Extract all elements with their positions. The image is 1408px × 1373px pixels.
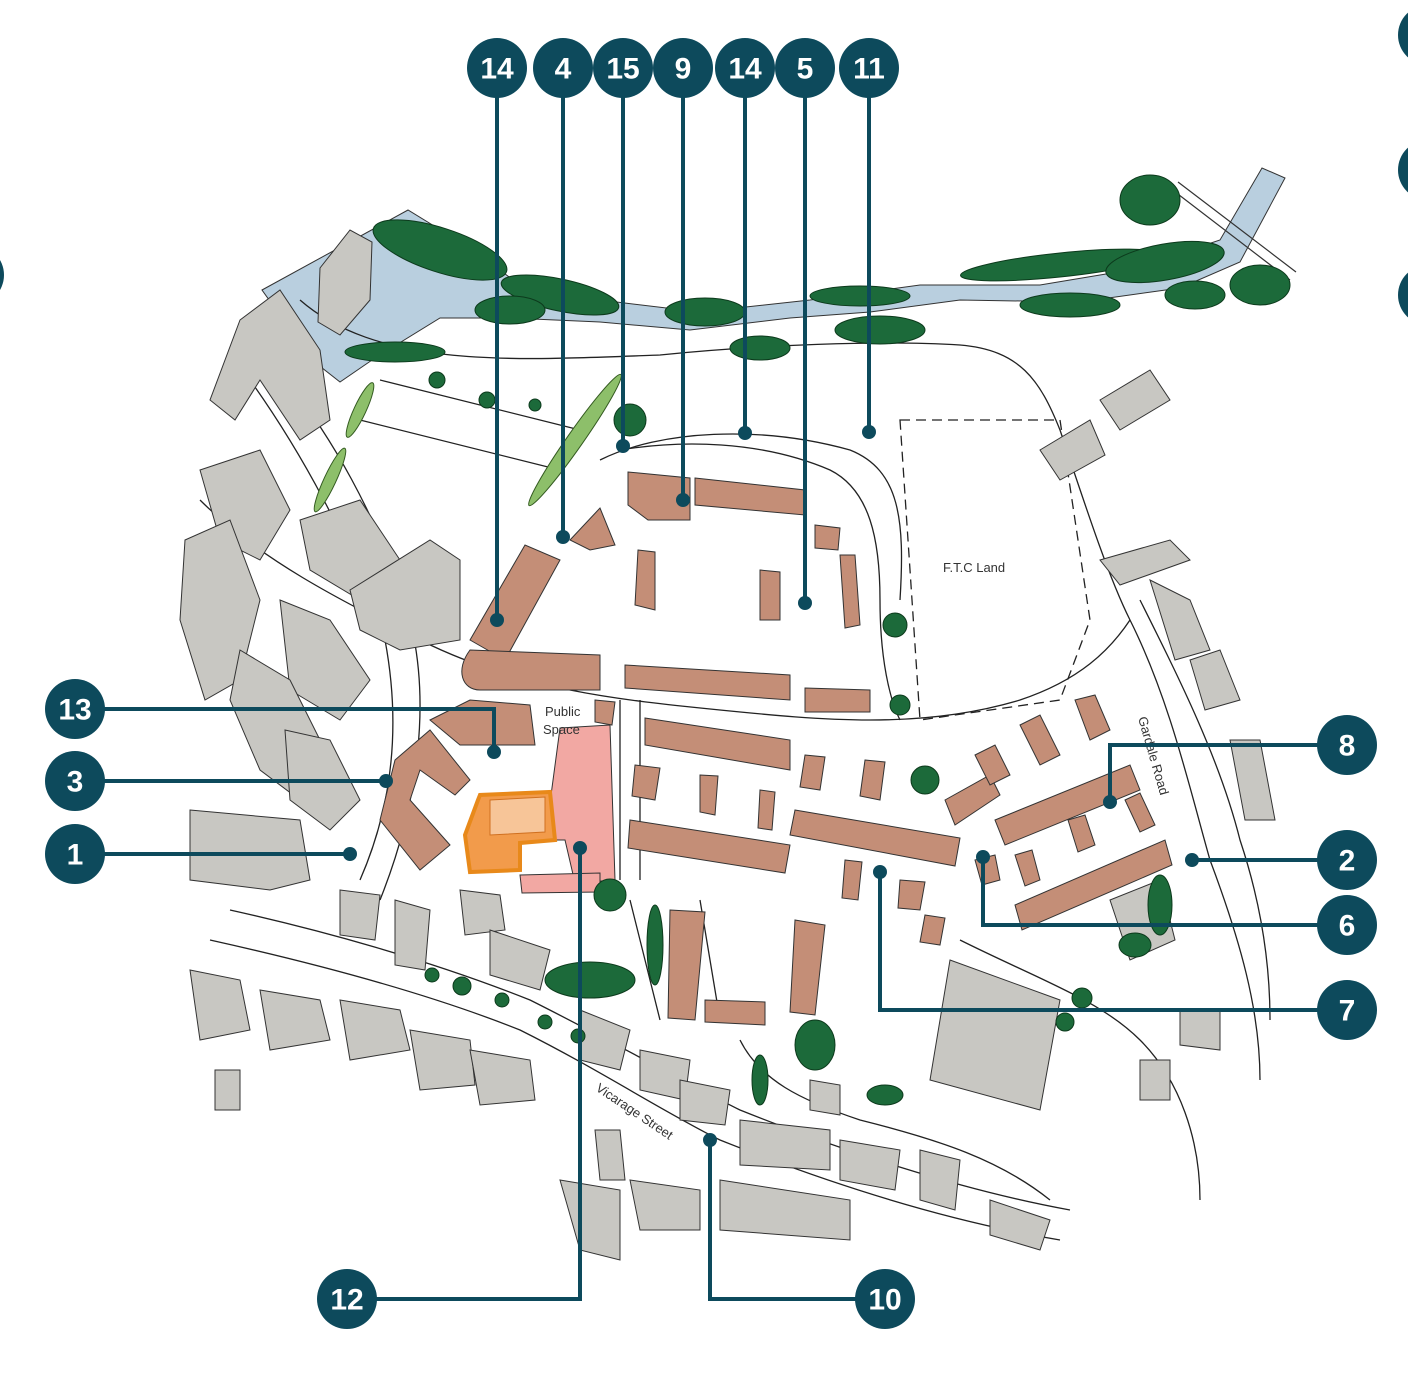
public-space-label-1: Public bbox=[545, 704, 581, 719]
marker-14-a[interactable]: 14 bbox=[467, 38, 527, 98]
svg-text:3: 3 bbox=[67, 766, 84, 799]
svg-text:9: 9 bbox=[675, 53, 692, 86]
marker-12[interactable]: 12 bbox=[317, 1269, 377, 1329]
footbridge bbox=[1169, 181, 1297, 281]
public-space-label-2: Space bbox=[543, 722, 580, 737]
svg-text:15: 15 bbox=[606, 53, 639, 86]
svg-text:14: 14 bbox=[480, 53, 514, 86]
marker-15[interactable]: 15 bbox=[593, 38, 653, 98]
svg-text:14: 14 bbox=[728, 53, 762, 86]
existing-buildings bbox=[179, 229, 1276, 1261]
marker-8[interactable]: 8 bbox=[1317, 715, 1377, 775]
marker-9[interactable]: 9 bbox=[653, 38, 713, 98]
svg-text:6: 6 bbox=[1339, 910, 1356, 943]
edge-marker-fragments bbox=[0, 12, 1408, 318]
marker-4[interactable]: 4 bbox=[533, 38, 593, 98]
marker-6[interactable]: 6 bbox=[1317, 895, 1377, 955]
svg-text:7: 7 bbox=[1339, 995, 1356, 1028]
marker-11[interactable]: 11 bbox=[839, 38, 899, 98]
svg-text:4: 4 bbox=[555, 53, 572, 86]
marker-7[interactable]: 7 bbox=[1317, 980, 1377, 1040]
marker-1[interactable]: 1 bbox=[45, 824, 105, 884]
marker-5[interactable]: 5 bbox=[775, 38, 835, 98]
svg-text:12: 12 bbox=[330, 1284, 363, 1317]
svg-text:5: 5 bbox=[797, 53, 814, 86]
svg-text:1: 1 bbox=[67, 839, 84, 872]
svg-text:11: 11 bbox=[853, 53, 885, 86]
marker-10[interactable]: 10 bbox=[855, 1269, 915, 1329]
svg-text:13: 13 bbox=[58, 694, 91, 727]
marker-14-b[interactable]: 14 bbox=[715, 38, 775, 98]
svg-text:2: 2 bbox=[1339, 845, 1356, 878]
tree-belts bbox=[313, 174, 1291, 1106]
proposed-housing bbox=[379, 471, 1173, 1026]
marker-13[interactable]: 13 bbox=[45, 679, 105, 739]
marker-2[interactable]: 2 bbox=[1317, 830, 1377, 890]
ftc-land-label: F.T.C Land bbox=[943, 560, 1005, 575]
marker-leaders bbox=[75, 68, 1347, 1301]
marker-dots bbox=[343, 425, 1199, 1147]
gardale-road-label: Gardale Road bbox=[1135, 715, 1172, 797]
svg-text:10: 10 bbox=[868, 1284, 901, 1317]
marker-3[interactable]: 3 bbox=[45, 751, 105, 811]
svg-text:8: 8 bbox=[1339, 730, 1356, 763]
